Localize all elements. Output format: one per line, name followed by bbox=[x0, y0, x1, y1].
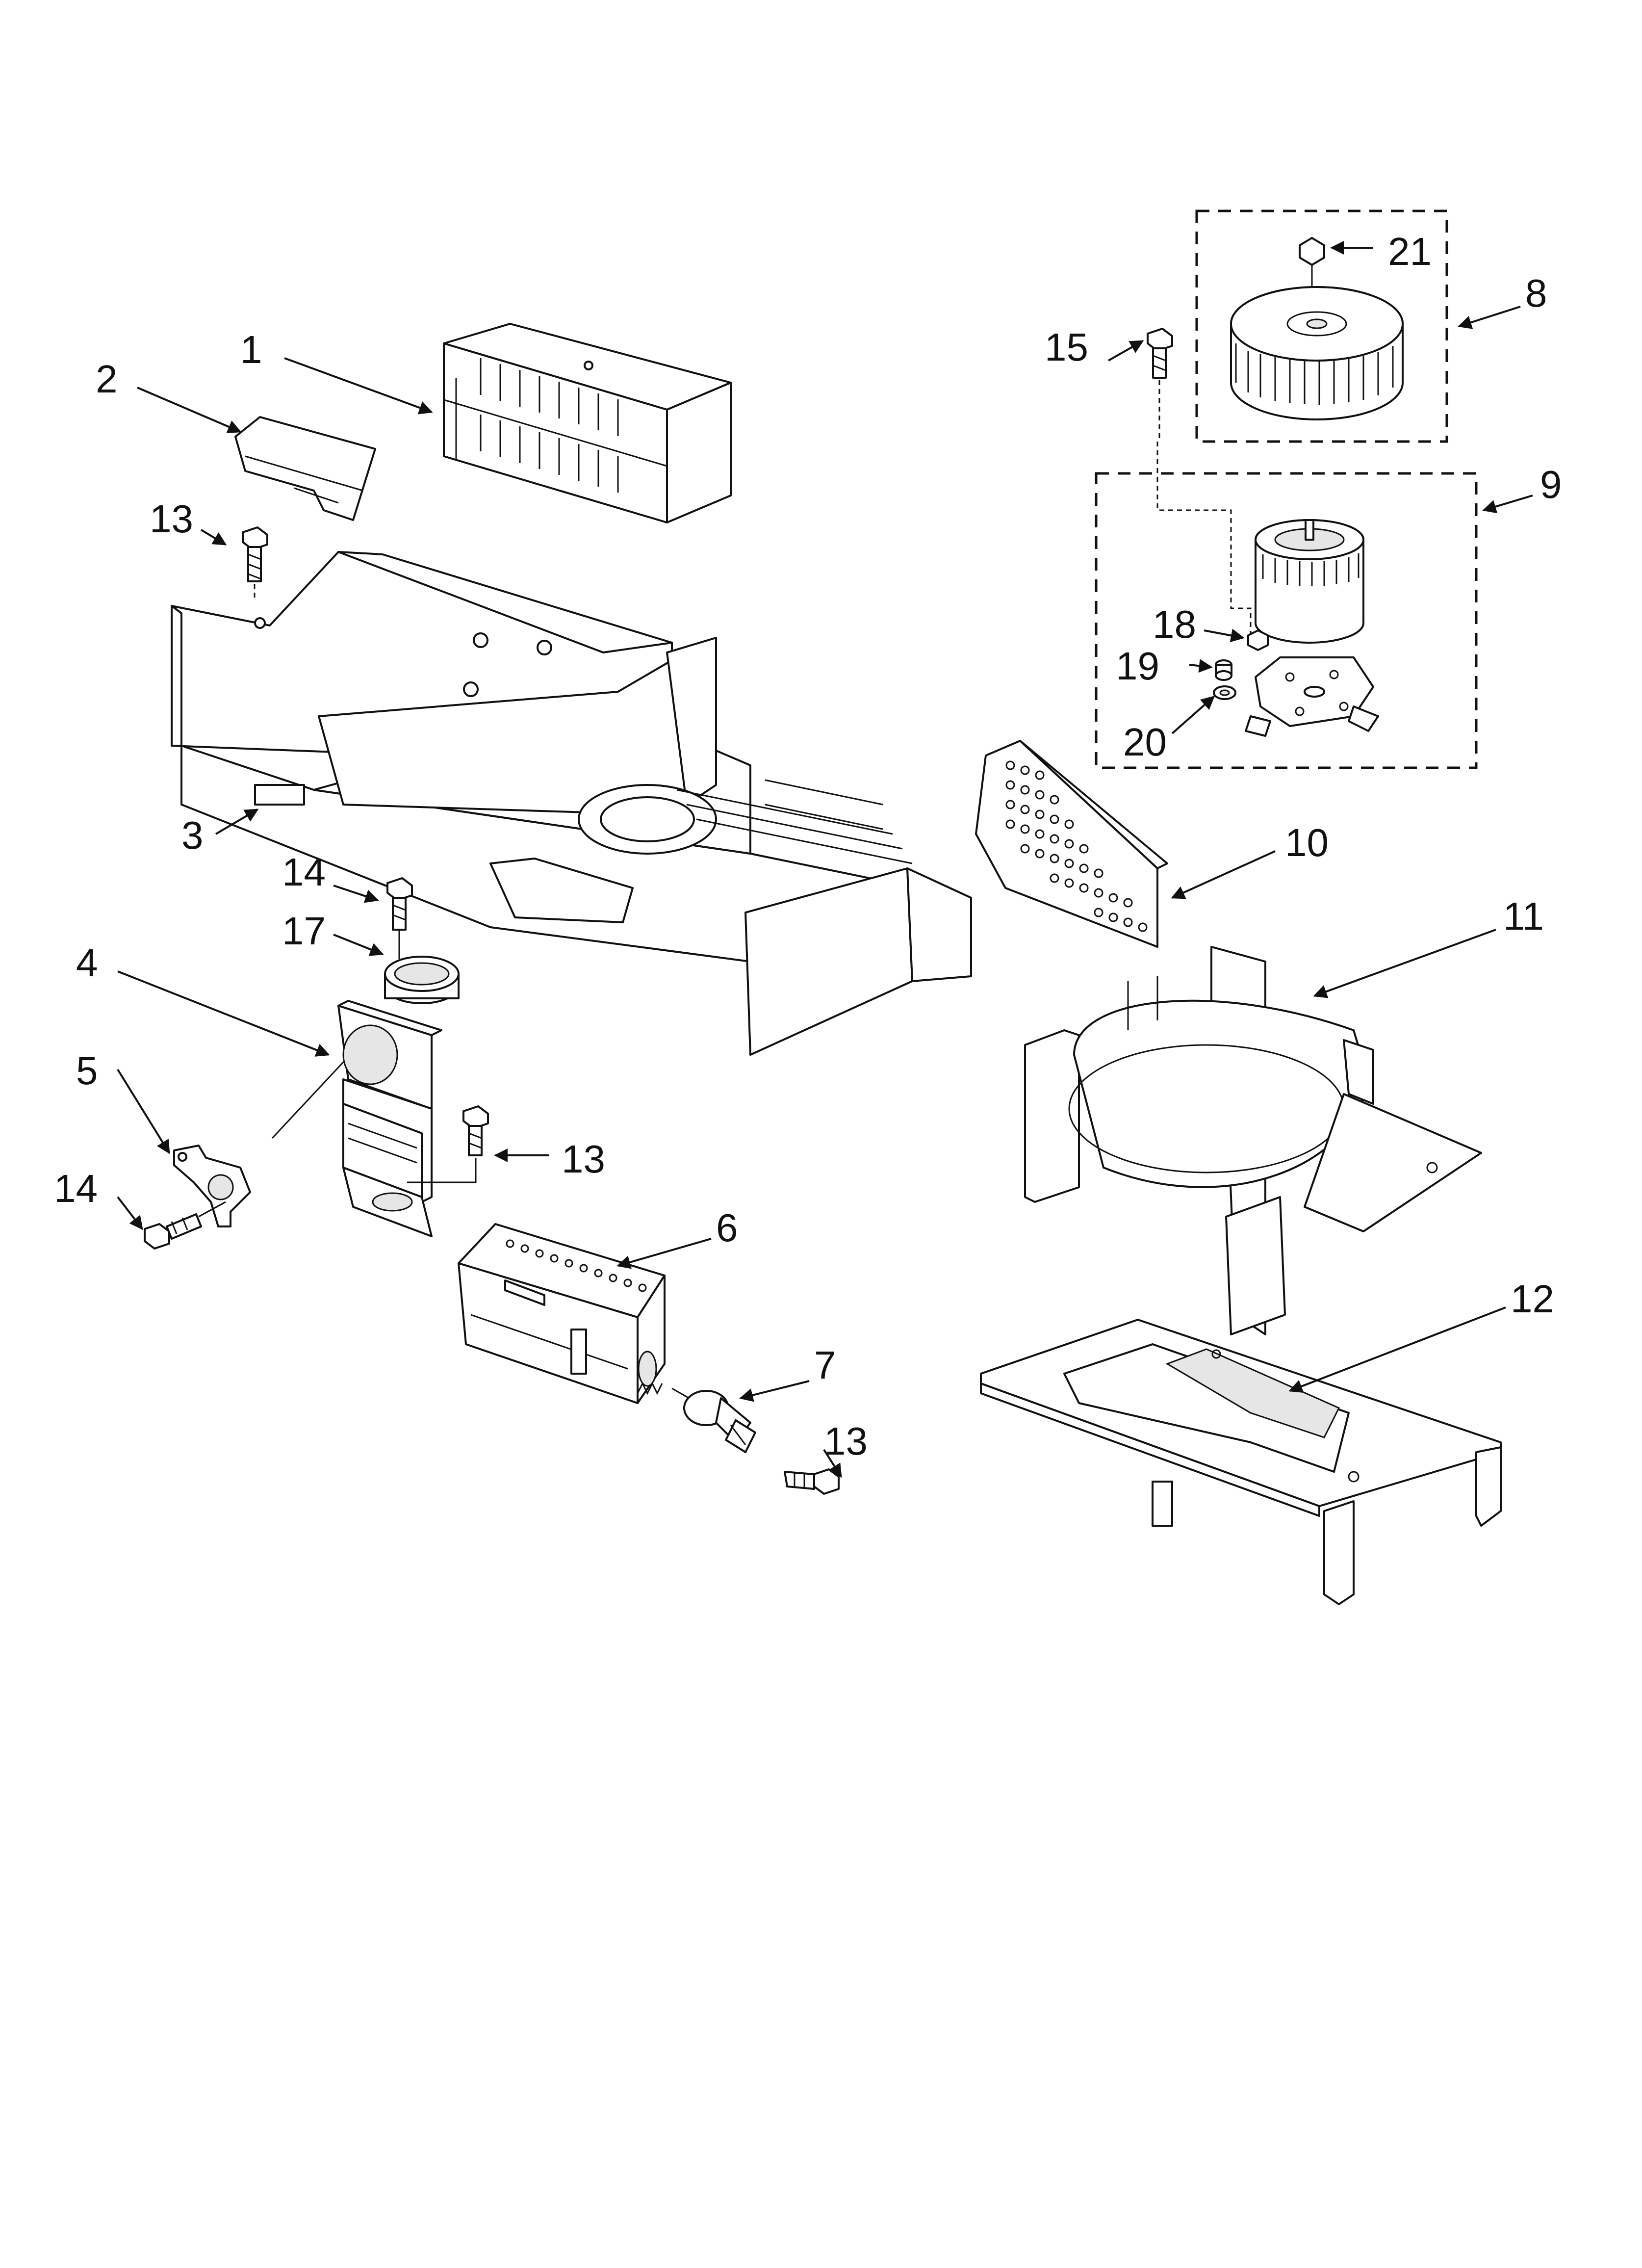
callout-11: 11 bbox=[1503, 894, 1544, 938]
callout-10: 10 bbox=[1285, 821, 1329, 864]
part-3-housing-tray bbox=[171, 551, 972, 1056]
callout-9: 9 bbox=[1540, 463, 1562, 506]
callout-21: 21 bbox=[1388, 230, 1432, 273]
callout-2: 2 bbox=[96, 357, 118, 401]
callout-20: 20 bbox=[1123, 720, 1167, 764]
leader-lines bbox=[117, 241, 1533, 1478]
part-14-screw-mid bbox=[386, 877, 413, 959]
part-7-light-bulb bbox=[671, 1387, 756, 1453]
callout-13-bracket: 13 bbox=[562, 1137, 605, 1181]
part-4-bracket bbox=[271, 1000, 477, 1237]
callout-12: 12 bbox=[1511, 1277, 1554, 1321]
callout-14-mid: 14 bbox=[282, 850, 326, 894]
part-5-thermal-fuse bbox=[173, 1145, 251, 1227]
part-8-blower-wheel bbox=[1195, 209, 1448, 443]
callout-8: 8 bbox=[1525, 271, 1547, 315]
part-20-washer bbox=[1213, 685, 1236, 700]
part-18-nut bbox=[1247, 629, 1269, 651]
part-17-thermostat bbox=[384, 956, 460, 1004]
part-19-bushing bbox=[1215, 659, 1232, 681]
callout-17: 17 bbox=[282, 909, 326, 953]
callout-13-bottom: 13 bbox=[824, 1419, 868, 1463]
callout-19: 19 bbox=[1116, 644, 1159, 688]
part-6-light-housing bbox=[458, 1223, 666, 1404]
part-2-deflector bbox=[234, 416, 376, 521]
callout-labels: 1 2 3 4 5 6 7 8 9 10 11 12 13 13 13 14 1… bbox=[54, 230, 1562, 1463]
part-9-fan-motor bbox=[1095, 442, 1478, 769]
part-13-screw-bottom bbox=[784, 1468, 840, 1495]
part-1-duct-box bbox=[443, 323, 732, 523]
part-10-grille bbox=[975, 740, 1168, 948]
callout-18: 18 bbox=[1153, 602, 1196, 646]
callout-13-top: 13 bbox=[150, 497, 193, 541]
part-13-screw-top bbox=[242, 526, 268, 601]
callout-6: 6 bbox=[716, 1206, 738, 1250]
part-13-screw-bracket bbox=[462, 1105, 489, 1156]
callout-3: 3 bbox=[181, 813, 204, 857]
part-14-screw-low bbox=[144, 1201, 226, 1250]
callout-4: 4 bbox=[76, 941, 98, 985]
part-15-screw bbox=[1147, 328, 1173, 442]
callout-15: 15 bbox=[1045, 325, 1088, 369]
callout-1: 1 bbox=[240, 328, 262, 371]
callout-14-low: 14 bbox=[54, 1167, 98, 1210]
part-11-fan-shroud bbox=[1024, 946, 1482, 1335]
callout-5: 5 bbox=[76, 1049, 98, 1093]
part-12-base-plate bbox=[980, 1319, 1502, 1605]
callout-7: 7 bbox=[814, 1343, 836, 1387]
